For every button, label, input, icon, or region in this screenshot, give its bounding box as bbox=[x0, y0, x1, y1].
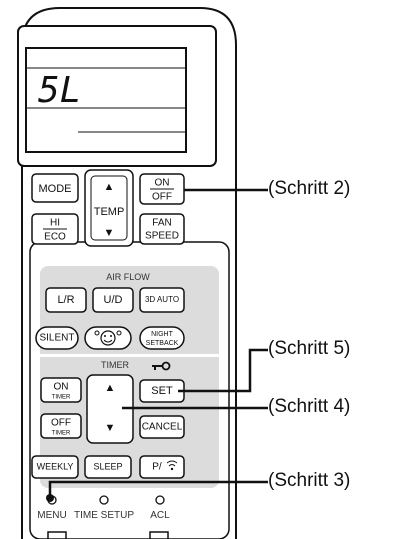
hi-label: HI bbox=[50, 218, 60, 229]
off-timer-bottom-label: TIMER bbox=[52, 431, 71, 437]
air-flow-label: AIR FLOW bbox=[106, 272, 150, 282]
on-timer-top-label: ON bbox=[54, 382, 69, 393]
bottom-tab bbox=[47, 531, 67, 539]
ud-button[interactable] bbox=[92, 287, 134, 313]
lr-button[interactable] bbox=[45, 287, 87, 313]
cancel-label: CANCEL bbox=[142, 422, 183, 433]
time-setup-button[interactable] bbox=[99, 495, 109, 505]
off-timer-button[interactable] bbox=[40, 413, 82, 439]
lcd-screen bbox=[25, 47, 187, 153]
night-label: NIGHT bbox=[151, 331, 174, 338]
callout-step2: (Schritt 2) bbox=[268, 178, 351, 199]
setback-label: SETBACK bbox=[146, 340, 179, 347]
key-icon bbox=[152, 361, 171, 371]
timer-up-arrow-icon[interactable]: ▲ bbox=[105, 382, 116, 394]
lr-label: L/R bbox=[57, 294, 74, 306]
fan-speed-button[interactable] bbox=[139, 213, 185, 245]
temp-rocker[interactable] bbox=[84, 169, 134, 247]
callout-dot-step3 bbox=[46, 494, 54, 502]
3d-auto-label: 3D AUTO bbox=[145, 295, 179, 304]
temp-rocker-inner bbox=[90, 175, 128, 241]
ud-label: U/D bbox=[104, 294, 123, 306]
callout-line-step5 bbox=[178, 348, 268, 393]
weekly-button[interactable] bbox=[31, 455, 79, 479]
p-button[interactable] bbox=[139, 455, 185, 479]
mode-button[interactable] bbox=[31, 173, 79, 203]
temp-up-arrow-icon[interactable]: ▲ bbox=[104, 181, 115, 193]
acl-button[interactable] bbox=[155, 495, 165, 505]
callout-step5: (Schritt 5) bbox=[268, 338, 351, 359]
cancel-button[interactable] bbox=[139, 415, 185, 439]
set-label: SET bbox=[151, 385, 173, 397]
night-setback-button[interactable] bbox=[139, 326, 185, 350]
3d-auto-button[interactable] bbox=[139, 287, 185, 313]
on-timer-button[interactable] bbox=[40, 377, 82, 403]
callout-line-step3 bbox=[48, 480, 268, 498]
bottom-tab bbox=[149, 531, 169, 539]
sleep-label: SLEEP bbox=[93, 461, 122, 471]
silent-label: SILENT bbox=[39, 333, 74, 344]
fan-label: FAN bbox=[152, 218, 171, 229]
mode-label: MODE bbox=[39, 183, 72, 195]
off-label: OFF bbox=[152, 192, 172, 203]
off-timer-top-label: OFF bbox=[51, 418, 71, 429]
panel-divider bbox=[40, 354, 219, 357]
speed-label: SPEED bbox=[145, 231, 179, 242]
weekly-label: WEEKLY bbox=[37, 461, 74, 471]
sleep-button[interactable] bbox=[84, 455, 132, 479]
acl-label: ACL bbox=[150, 510, 170, 521]
temp-label: TEMP bbox=[94, 206, 125, 218]
nanoe-button[interactable] bbox=[84, 326, 132, 350]
time-setup-label: TIME SETUP bbox=[74, 510, 134, 521]
timer-label: TIMER bbox=[101, 360, 129, 370]
callout-step4: (Schritt 4) bbox=[268, 396, 351, 417]
menu-label: MENU bbox=[37, 510, 66, 521]
silent-button[interactable] bbox=[35, 326, 79, 350]
timer-down-arrow-icon[interactable]: ▼ bbox=[105, 422, 116, 434]
p-label: P/ bbox=[152, 462, 162, 473]
on-timer-bottom-label: TIMER bbox=[52, 395, 71, 401]
temp-down-arrow-icon[interactable]: ▼ bbox=[104, 227, 115, 239]
eco-label: ECO bbox=[44, 232, 66, 243]
on-label: ON bbox=[155, 178, 170, 189]
face-icon bbox=[94, 330, 122, 346]
lcd-display-text: 5L bbox=[38, 70, 81, 111]
wireless-icon bbox=[166, 460, 178, 471]
callout-step3: (Schritt 3) bbox=[268, 470, 351, 491]
